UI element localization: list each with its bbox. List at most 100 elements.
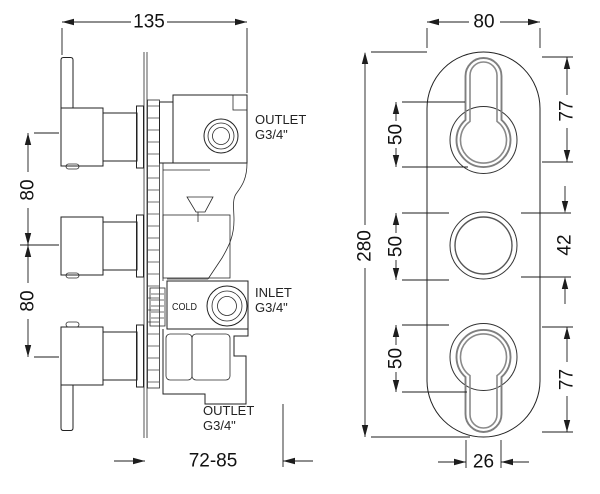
bottom-block-left	[165, 333, 193, 381]
dim-arrow	[24, 245, 32, 257]
dim-arrow	[62, 18, 74, 26]
escutcheon-ring	[449, 106, 518, 174]
dim-arrow	[283, 457, 295, 465]
handle-foot	[65, 163, 80, 170]
dim-arrow	[563, 57, 571, 69]
handle-lever	[60, 57, 74, 108]
dim-arrow	[392, 102, 400, 114]
dim-edge-77-top: 77	[542, 56, 578, 163]
handle-bottom	[60, 321, 144, 431]
outlet-bottom-label-line1: OUTLET	[203, 403, 254, 418]
inlet-label-line1: INLET	[255, 285, 292, 300]
dim-depth-72-85: 72-85	[114, 404, 313, 472]
dim-arrow	[392, 268, 400, 280]
dim-arrow	[392, 380, 400, 392]
handle-cylinder	[102, 112, 138, 162]
dim-arrow	[561, 201, 569, 213]
port-labels: OUTLET G3/4" INLET G3/4" OUTLET G3/4"	[203, 112, 306, 433]
inlet-label-line2: G3/4"	[255, 300, 288, 315]
dim-arrow	[563, 150, 571, 162]
dim-arrow	[392, 325, 400, 337]
extension-line	[371, 51, 470, 438]
dim-arrow	[392, 213, 400, 225]
outlet-top-label-line2: G3/4"	[255, 127, 288, 142]
dim-value-72-85: 72-85	[189, 451, 238, 472]
dim-arrow	[454, 458, 466, 466]
dim-arrow	[392, 155, 400, 167]
dim-gap-80-top: 80	[18, 132, 59, 246]
cold-rail	[149, 287, 166, 327]
dim-gap-50-middle: 50	[386, 212, 449, 281]
dim-slot-26: 26	[438, 440, 529, 473]
handle-cylinder	[102, 221, 138, 271]
keyhole-outline-inner	[459, 333, 508, 429]
outlet-port-circle	[203, 118, 239, 154]
inlet-port-circle	[211, 290, 243, 322]
dim-value-80-bottom: 80	[18, 290, 39, 311]
escutcheon-inner-circle	[454, 216, 513, 275]
extension-line	[465, 440, 502, 468]
dim-plate-height-280: 280	[355, 51, 470, 438]
dim-value-80: 80	[473, 12, 494, 33]
escutcheon-top	[449, 57, 518, 174]
handle-flange	[136, 324, 144, 388]
outlet-top-label-line1: OUTLET	[255, 112, 306, 127]
inlet-port-circle	[217, 296, 237, 316]
escutcheon-middle	[449, 211, 518, 280]
extension-line	[402, 324, 467, 393]
rail-body	[147, 99, 160, 389]
body-neck	[159, 101, 174, 164]
outlet-port-circle	[212, 127, 230, 145]
dim-value-135: 135	[133, 12, 165, 33]
dim-gap-50-top: 50	[386, 101, 468, 168]
extension-line	[542, 326, 573, 433]
extension-line	[402, 212, 449, 281]
middle-cartridge-housing	[162, 214, 231, 279]
dim-arrow	[528, 18, 540, 26]
side-view: 135 80 80	[18, 12, 313, 472]
dim-value-80-top: 80	[18, 179, 39, 200]
inlet-port-circle	[206, 285, 248, 327]
escutcheon-ring	[449, 211, 518, 280]
extension-line	[402, 101, 468, 168]
valve-body: COLD	[149, 94, 249, 405]
handle-flange	[136, 105, 144, 169]
dim-arrow	[501, 458, 513, 466]
dim-plate-width-80: 80	[426, 12, 541, 48]
dim-value-50-bottom: 50	[386, 348, 407, 369]
dim-width-135: 135	[61, 12, 248, 93]
dim-value-280: 280	[355, 230, 376, 262]
handle-cylinder	[102, 331, 138, 381]
body-casting-outline	[162, 162, 248, 281]
cartridge-rail	[147, 99, 160, 389]
bottom-block-right	[191, 333, 231, 381]
dim-gap-80-bottom: 80	[18, 245, 59, 358]
extension-line	[542, 56, 573, 163]
outlet-port-circle	[207, 122, 235, 150]
dim-arrow	[24, 133, 32, 145]
dim-arrow	[133, 457, 145, 465]
dim-arrow	[235, 18, 247, 26]
cold-inlet-connector	[149, 287, 166, 327]
handle-base	[60, 216, 104, 276]
dim-value-50-top: 50	[386, 124, 407, 145]
handle-foot	[65, 321, 80, 328]
dim-arrow	[427, 18, 439, 26]
dim-arrow	[24, 233, 32, 245]
keyhole-outline-outer	[455, 329, 512, 433]
keyhole-outline-inner	[459, 61, 508, 164]
extension-line	[521, 212, 571, 278]
dim-value-77-top: 77	[557, 100, 578, 121]
dim-gap-50-bottom: 50	[386, 324, 467, 393]
dim-arrow	[561, 277, 569, 289]
dim-value-26: 26	[473, 452, 494, 473]
handle-base	[60, 326, 104, 386]
wall-plate-line	[143, 52, 148, 438]
dim-value-42: 42	[555, 234, 576, 255]
keyhole-outline-outer	[455, 57, 512, 168]
dim-arrow	[361, 52, 369, 64]
dim-arrow	[563, 327, 571, 339]
inlet-block	[166, 280, 249, 330]
handle-base	[60, 107, 104, 167]
